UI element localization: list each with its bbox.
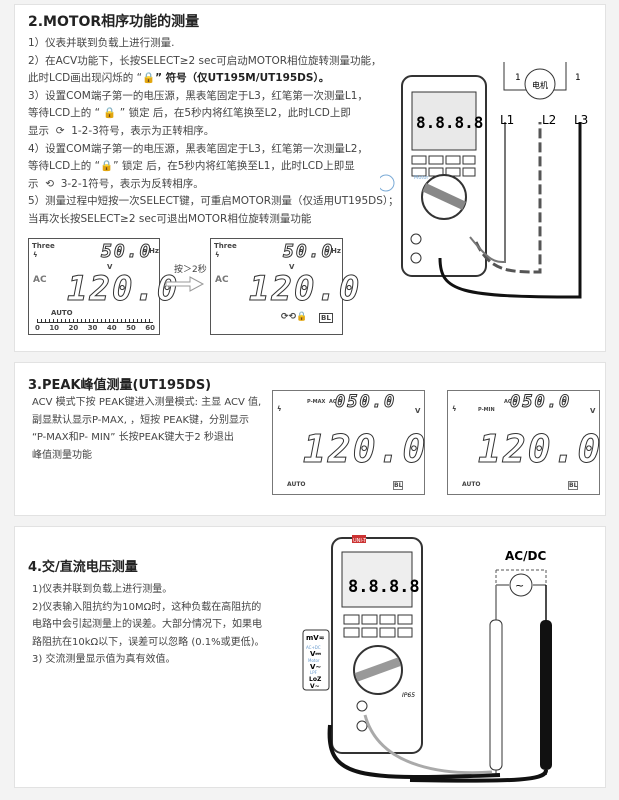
svg-text:8.8.8.8: 8.8.8.8 [416, 113, 483, 132]
rotation-icon: ⟲ [45, 177, 54, 190]
arrow-icon [165, 276, 205, 292]
svg-text:UNI-T: UNI-T [353, 538, 367, 544]
line: 等待LCD上的 “🔒” 锁定 后，在5秒内将红笔换至L1，此时LCD上即显 [28, 160, 355, 173]
svg-text:1: 1 [515, 73, 521, 83]
svg-text:L1: L1 [500, 113, 514, 127]
lcd-display-after: Three ϟ 50.0 Hz V AC 120.0 ⟳⟲🔒 BL [210, 238, 360, 335]
lightning-icon: ϟ [215, 251, 220, 259]
status-icons: ⟳⟲🔒 [281, 312, 308, 322]
instructions: 1）仪表并联到负载上进行测量. 2）在ACV功能下，长按SELECT≥2 sec… [28, 35, 399, 229]
line: 1）仪表并联到负载上进行测量. [28, 37, 175, 49]
instructions: ACV 模式下按 PEAK键进入测量模式: 主显 ACV 值, 副显默认显示P-… [32, 394, 261, 464]
line: 电路中会引起测量上的误差。大部分情况下，如果电 [32, 619, 262, 630]
svg-text:IP65: IP65 [402, 692, 415, 699]
multimeter-voltage-diagram: UNI-T 8.8.8.8 IP65 mV≂ AC+DC V⎓ Motor V~… [302, 535, 552, 783]
line: 显示 ⟳ 1-2-3符号，表示为正转相序。 [28, 124, 215, 137]
line: 示 ⟲ 3-2-1符号，表示为反转相序。 [28, 177, 204, 190]
section-title: 4.交/直流电压测量 [28, 560, 138, 575]
svg-text:Motor: Motor [414, 175, 429, 181]
svg-text:8.8.8.8: 8.8.8.8 [348, 577, 420, 597]
line: 2）在ACV功能下，长按SELECT≥2 sec可启动MOTOR相位旋转测量功能… [28, 54, 382, 67]
svg-text:Motor: Motor [308, 658, 320, 663]
line: 路阻抗在10kΩ以下，误差可以忽略 (0.1%或更低)。 [32, 636, 265, 648]
arrow-label: 按＞2秒 [174, 265, 207, 275]
svg-text:V⎓: V⎓ [310, 650, 321, 658]
svg-text:1: 1 [575, 73, 581, 83]
svg-text:mV≂: mV≂ [306, 634, 325, 642]
line: 此时LCD画出现闪烁的 “🔒” 符号（仅UT195M/UT195DS）。 [28, 72, 330, 85]
line: 当再次长按SELECT≥2 sec可退出MOTOR相位旋转测量功能 [28, 212, 312, 225]
rotation-icon: ⟳ [55, 124, 65, 137]
lock-icon: 🔒 [142, 72, 156, 85]
svg-text:V~: V~ [310, 663, 321, 671]
svg-text:AC/DC: AC/DC [505, 549, 546, 563]
svg-text:电机: 电机 [532, 80, 548, 90]
lcd-display-pmax: ϟ P-MAX AC 050.0 V 120.0 AUTO BL [272, 390, 426, 495]
bar-graph [37, 319, 153, 323]
line: 1)仪表并联到负载上进行测量。 [32, 584, 173, 595]
line: 2)仪表输入阻抗约为10MΩ时，这种负载在高阻抗的 [32, 601, 262, 613]
lock-icon: 🔒 [100, 160, 114, 173]
line: “P-MAX和P- MIN” 长按PEAK键大于2 秒退出 [32, 432, 234, 444]
svg-text:V~: V~ [310, 683, 320, 690]
line: ACV 模式下按 PEAK键进入测量模式: 主显 ACV 值, [32, 397, 262, 408]
line: 3）设置COM端子第一的电压源，黑表笔固定于L3，红笔第一次测量L1， [28, 89, 368, 102]
svg-text:LPF: LPF [310, 670, 318, 675]
line: 等待LCD上的 “ 🔒 ” 锁定 后，在5秒内将红笔换至L2，此时LCD上即 [28, 107, 351, 120]
lightning-icon: ϟ [33, 251, 38, 259]
svg-text:LoZ: LoZ [309, 676, 322, 683]
instructions: 1)仪表并联到负载上进行测量。 2)仪表输入阻抗约为10MΩ时，这种负载在高阻抗… [32, 581, 265, 669]
svg-text:L3: L3 [574, 113, 588, 127]
line: 4）设置COM端子第一的电压源，黑表笔固定于L3，红笔第一次测量L2， [28, 142, 368, 155]
motor-wiring-diagram: 8.8.8.8 电机 Motor L1 L2 L3 1 1 [380, 62, 588, 299]
line: 峰值测量功能 [32, 449, 92, 461]
line: 5）测量过程中短按一次SELECT键，可重启MOTOR测量（仅适用UT195DS… [28, 195, 399, 208]
svg-text:~: ~ [515, 579, 524, 592]
section-title: 3.PEAK峰值测量(UT195DS) [28, 378, 212, 393]
lock-icon: 🔒 [100, 107, 120, 120]
svg-text:L2: L2 [542, 113, 556, 127]
line: 3) 交流测量显示值为真有效值。 [32, 654, 176, 665]
svg-text:AC+DC: AC+DC [306, 645, 321, 650]
line: 副显默认显示P-MAX, ，短按 PEAK键，分别显示 [32, 414, 250, 426]
lcd-display-pmin: ϟ P-MIN AC 050.0 V 120.0 AUTO BL [447, 390, 601, 495]
section-title: 2.MOTOR相序功能的测量 [28, 14, 200, 30]
